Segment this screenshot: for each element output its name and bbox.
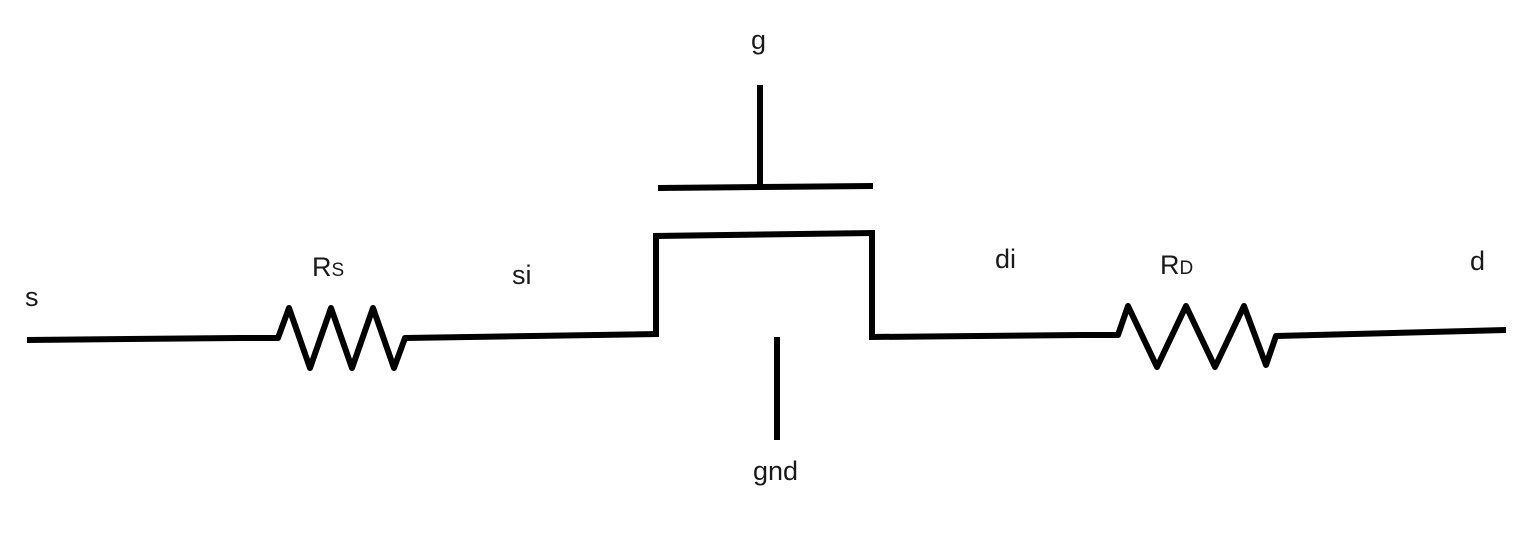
label-rs: RS (312, 254, 344, 281)
wire-di (868, 332, 1118, 340)
label-gnd: gnd (753, 456, 799, 486)
label-rs-main: R (312, 252, 332, 282)
label-rd-sub: D (1179, 258, 1194, 279)
label-s: s (25, 282, 39, 312)
resistor-rs (275, 305, 408, 371)
label-rs-sub: S (331, 260, 345, 281)
transistor-channel (653, 229, 875, 337)
wire-si (404, 331, 660, 341)
wire-d (1275, 327, 1507, 339)
label-rd-main: R (1160, 250, 1180, 280)
label-g: g (751, 25, 767, 55)
label-d: d (1470, 246, 1486, 276)
label-di: di (995, 244, 1017, 274)
resistor-rd (1115, 303, 1279, 370)
label-si: si (512, 260, 532, 290)
gate-plate (657, 183, 874, 191)
label-rd: RD (1160, 252, 1193, 279)
wire-s (26, 335, 278, 343)
